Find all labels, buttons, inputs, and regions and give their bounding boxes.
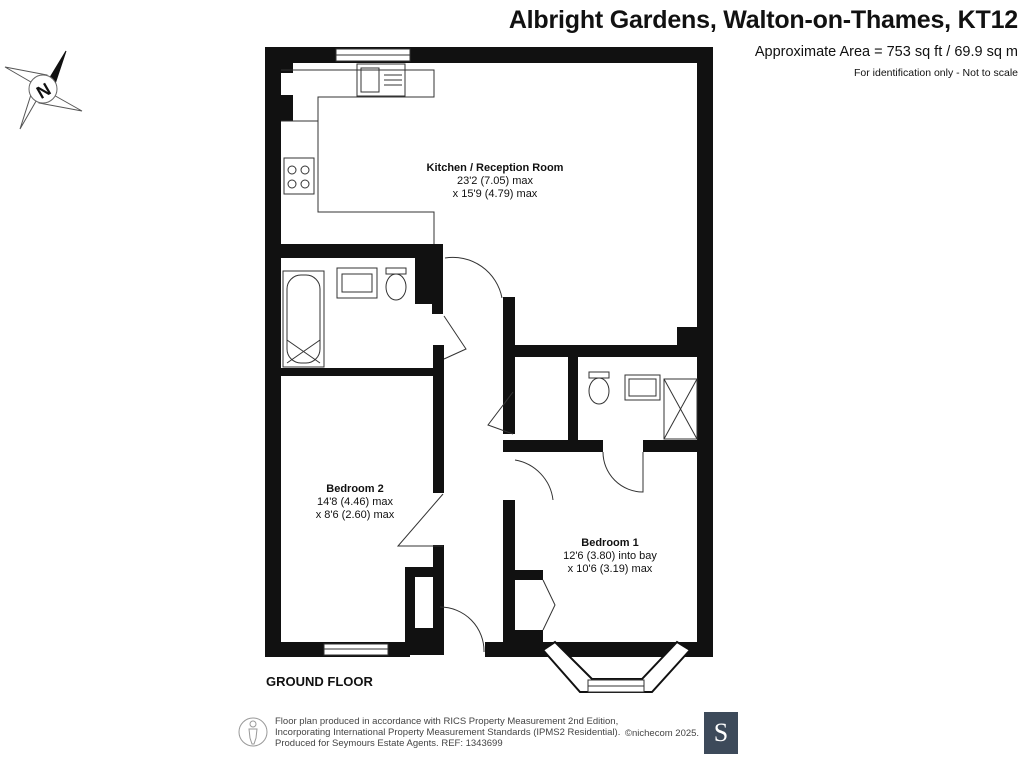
fixtures — [281, 63, 698, 653]
footer-disclaimer: Floor plan produced in accordance with R… — [275, 716, 635, 749]
floor-label: GROUND FLOOR — [266, 674, 373, 689]
room-dimension: 14'8 (4.46) max — [316, 496, 394, 508]
room-dimension: x 10'6 (3.19) max — [567, 563, 653, 575]
room-name: Bedroom 1 — [581, 537, 639, 549]
room-dimension: 12'6 (3.80) into bay — [563, 550, 657, 562]
agent-logo: S — [704, 712, 738, 754]
bedroom-1-label: Bedroom 1 12'6 (3.80) into bay x 10'6 (3… — [540, 537, 680, 576]
approximate-area: Approximate Area = 753 sq ft / 69.9 sq m — [754, 44, 1018, 60]
copyright-text: ©nichecom 2025. — [625, 728, 700, 739]
compass-icon: N — [4, 50, 83, 130]
disclaimer-note: For identification only - Not to scale — [854, 67, 1018, 79]
footer-line: Floor plan produced in accordance with R… — [275, 716, 619, 727]
room-dimension: 23'2 (7.05) max — [456, 175, 534, 187]
bedroom-2-label: Bedroom 2 14'8 (4.46) max x 8'6 (2.60) m… — [290, 483, 420, 522]
room-name: Kitchen / Reception Room — [426, 162, 564, 174]
compass-rose — [4, 50, 83, 130]
room-name: Bedroom 2 — [326, 483, 384, 495]
person-icon — [238, 717, 268, 747]
walls — [265, 47, 713, 657]
footer-line: Produced for Seymours Estate Agents. REF… — [275, 738, 503, 749]
footer-line: Incorporating International Property Mea… — [275, 727, 621, 738]
room-dimension: x 8'6 (2.60) max — [315, 509, 395, 521]
bay-window — [541, 640, 692, 693]
windows — [323, 48, 411, 656]
property-title: Albright Gardens, Walton-on-Thames, KT12 — [508, 6, 1018, 34]
room-dimension: x 15'9 (4.79) max — [452, 188, 538, 200]
kitchen-reception-label: Kitchen / Reception Room 23'2 (7.05) max… — [400, 162, 590, 201]
